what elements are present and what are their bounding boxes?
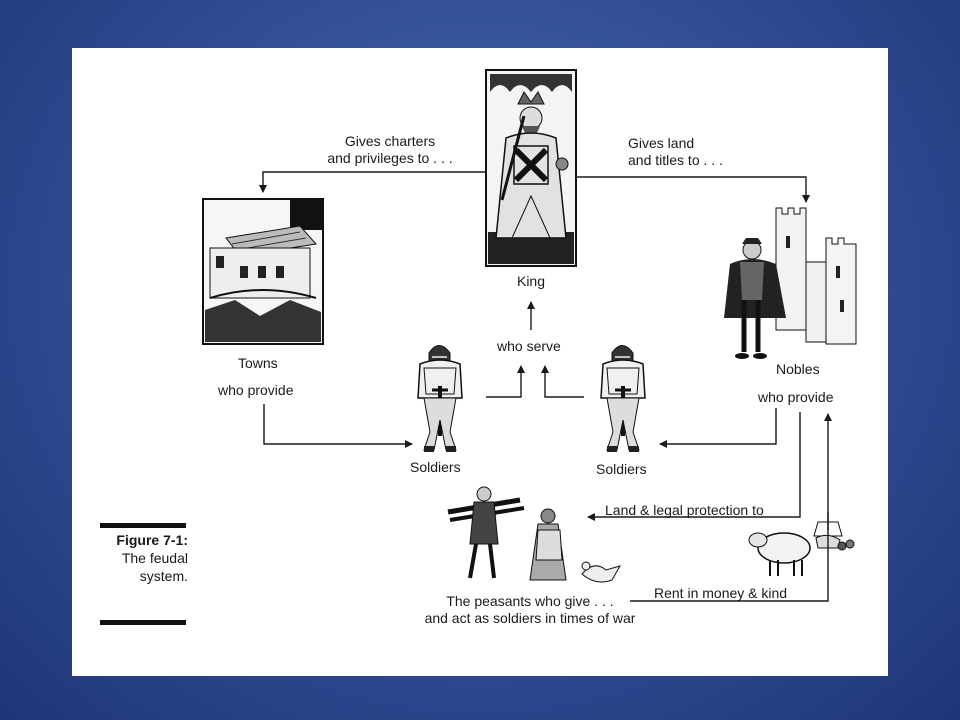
peasants-line1: The peasants who give . . .: [446, 593, 614, 609]
label-charters: Gives charters and privileges to . . .: [300, 133, 480, 167]
arrow-king-to-towns: [259, 171, 486, 193]
peasants-line2: and act as soldiers in times of war: [424, 610, 636, 626]
label-protection: Land & legal protection to: [605, 502, 764, 518]
label-soldiers-right: Soldiers: [596, 461, 647, 477]
charters-line2: and privileges to . . .: [327, 150, 453, 166]
king-illustration: [485, 69, 577, 267]
arrow-nobles-to-peasants: [587, 412, 801, 521]
figure-caption: Figure 7-1: The feudal system.: [100, 531, 188, 585]
sheep-illustration: [748, 521, 855, 576]
connectors: [259, 171, 832, 602]
label-towns-sub: who provide: [218, 382, 294, 398]
figure-number: Figure 7-1:: [116, 532, 188, 548]
arrow-soldiers-right-serve: [541, 365, 584, 398]
peasants-illustration: [447, 486, 622, 583]
label-king: King: [516, 273, 546, 289]
label-land: Gives land and titles to . . .: [628, 135, 723, 169]
caption-rule-bottom: [100, 620, 186, 625]
charters-line1: Gives charters: [344, 133, 436, 149]
label-nobles: Nobles: [776, 361, 820, 377]
arrow-king-to-nobles: [576, 176, 810, 203]
label-peasants: The peasants who give . . . and act as s…: [400, 593, 660, 627]
label-nobles-sub: who provide: [758, 389, 834, 405]
land-line1: Gives land: [628, 135, 695, 151]
label-soldiers-left: Soldiers: [410, 459, 461, 475]
arrow-nobles-to-soldiers: [659, 408, 777, 448]
knight-illustration-left: [417, 345, 463, 452]
arrow-rent-to-nobles: [630, 413, 832, 602]
caption-line2: system.: [139, 568, 188, 584]
towns-illustration: [202, 198, 324, 345]
arrow-soldiers-left-serve: [486, 365, 525, 398]
label-who-serve: who serve: [497, 338, 561, 354]
noble-castle-illustration: [724, 207, 857, 359]
caption-rule-top: [100, 523, 186, 528]
label-towns: Towns: [238, 355, 278, 371]
knight-illustration-right: [600, 345, 646, 452]
label-rent: Rent in money & kind: [654, 585, 788, 601]
arrow-towns-to-soldiers: [263, 404, 413, 448]
caption-line1: The feudal: [121, 550, 188, 566]
land-line2: and titles to . . .: [628, 152, 723, 168]
figure-panel: [72, 48, 888, 676]
